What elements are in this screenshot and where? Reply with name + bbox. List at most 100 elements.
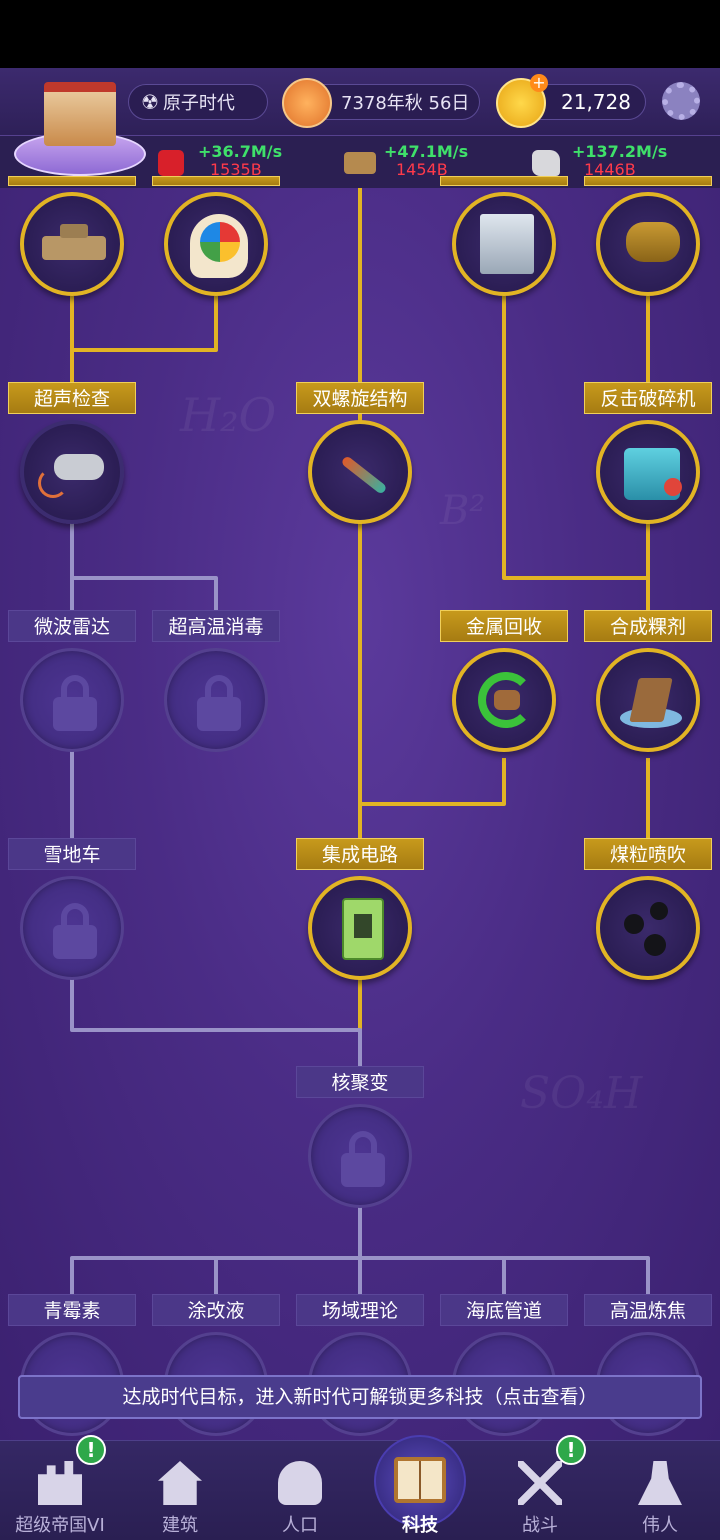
bg-doodle: SO₄H <box>520 1068 643 1119</box>
alert-badge: ! <box>556 1435 586 1465</box>
tech-sterilize[interactable]: 超高温消毒 <box>152 610 280 752</box>
status-bar <box>0 0 720 68</box>
tab-label: 科技 <box>402 1515 438 1536</box>
tech-tree-canvas[interactable]: H₂O B² SO₄H <box>0 68 720 1440</box>
tab-empire[interactable]: ! 超级帝国VI <box>0 1435 120 1540</box>
resource-stone: +137.2M/s 1446B <box>532 142 702 182</box>
tab-battle[interactable]: ! 战斗 <box>480 1435 600 1540</box>
bg-doodle: B² <box>440 488 486 534</box>
apartment-building-icon <box>452 192 556 296</box>
tech-label <box>440 176 568 186</box>
tech-label: 核聚变 <box>296 1066 424 1098</box>
red-resource-icon <box>158 150 184 176</box>
tech-label: 海底管道 <box>440 1294 568 1326</box>
stone-resource-icon <box>532 150 560 176</box>
coin-icon[interactable] <box>496 78 546 128</box>
wood-resource-icon <box>344 152 376 174</box>
radiation-icon: ☢ <box>141 90 159 114</box>
era-pill[interactable]: ☢ 原子时代 <box>128 84 268 120</box>
gear-icon[interactable] <box>662 82 700 120</box>
tech-label: 反击破碎机 <box>584 382 712 414</box>
tech-label: 双螺旋结构 <box>296 382 424 414</box>
tech-label: 雪地车 <box>8 838 136 870</box>
tech-reactor[interactable] <box>584 176 712 296</box>
tech-label: 集成电路 <box>296 838 424 870</box>
tab-great-people[interactable]: 伟人 <box>600 1441 720 1540</box>
dna-icon <box>308 420 412 524</box>
tab-technology[interactable]: 科技 <box>360 1435 480 1540</box>
tech-label: 超声检查 <box>8 382 136 414</box>
resource-rate: +47.1M/s <box>384 142 469 161</box>
tech-coal-spray[interactable]: 煤粒喷吹 <box>584 838 712 980</box>
top-hud: ☢ 原子时代 7378年秋 56日 21,728 + +36.7M/s 1535… <box>0 68 720 188</box>
city-avatar[interactable] <box>14 74 146 184</box>
crusher-machine-icon <box>596 420 700 524</box>
tech-label <box>152 176 280 186</box>
resource-amount: 1535B <box>210 160 262 179</box>
tab-population[interactable]: 人口 <box>240 1441 360 1540</box>
resource-rate: +36.7M/s <box>198 142 283 161</box>
tab-label: 建筑 <box>162 1515 198 1536</box>
person-icon <box>278 1461 322 1505</box>
coal-spray-icon <box>596 876 700 980</box>
tab-label: 伟人 <box>642 1515 678 1536</box>
tech-psychology[interactable] <box>152 176 280 296</box>
lock-icon <box>20 648 124 752</box>
add-coin-icon[interactable]: + <box>530 74 548 92</box>
castle-icon <box>38 1461 82 1505</box>
reactor-machine-icon <box>596 192 700 296</box>
resource-red: +36.7M/s 1535B <box>158 142 318 182</box>
bg-doodle: H₂O <box>180 388 277 442</box>
coin-count: 21,728 <box>561 90 631 114</box>
armored-car-icon <box>20 192 124 296</box>
lock-icon <box>308 1104 412 1208</box>
tech-armored-car[interactable] <box>8 176 136 296</box>
resource-amount: 1446B <box>584 160 636 179</box>
resource-wood: +47.1M/s 1454B <box>344 142 504 182</box>
tech-fusion[interactable]: 核聚变 <box>296 1066 424 1208</box>
era-goal-notice[interactable]: 达成时代目标，进入新时代可解锁更多科技（点击查看） <box>18 1375 702 1419</box>
era-label: 原子时代 <box>162 93 235 114</box>
tech-label <box>8 176 136 186</box>
crossed-swords-icon <box>518 1461 562 1505</box>
resource-amount: 1454B <box>396 160 448 179</box>
tech-snowmobile[interactable]: 雪地车 <box>8 838 136 980</box>
date-label: 7378年秋 56日 <box>341 93 470 114</box>
brain-color-wheel-icon <box>164 192 268 296</box>
tab-buildings[interactable]: 建筑 <box>120 1441 240 1540</box>
tech-crusher[interactable]: 反击破碎机 <box>584 382 712 524</box>
tech-building[interactable] <box>440 176 568 296</box>
hud-main-row: ☢ 原子时代 7378年秋 56日 21,728 + <box>0 68 720 136</box>
tech-ultrasound[interactable]: 超声检查 <box>8 382 136 524</box>
alert-badge: ! <box>76 1435 106 1465</box>
active-tab-glow <box>374 1435 466 1527</box>
open-book-icon <box>394 1457 446 1503</box>
tech-double-helix[interactable]: 双螺旋结构 <box>296 382 424 524</box>
tech-binder[interactable]: 合成粿剂 <box>584 610 712 752</box>
tech-label: 场域理论 <box>296 1294 424 1326</box>
tech-label: 涂改液 <box>152 1294 280 1326</box>
lock-icon <box>20 876 124 980</box>
tech-label: 微波雷达 <box>8 610 136 642</box>
ultrasound-scanner-icon <box>20 420 124 524</box>
tab-label: 人口 <box>282 1515 318 1536</box>
tab-label: 战斗 <box>522 1515 558 1536</box>
bottom-nav: ! 超级帝国VI 建筑 人口 科技 ! 战斗 伟人 <box>0 1435 720 1540</box>
tab-label: 超级帝国VI <box>15 1515 105 1536</box>
tech-label: 高温炼焦 <box>584 1294 712 1326</box>
tech-label <box>584 176 712 186</box>
tech-label: 煤粒喷吹 <box>584 838 712 870</box>
leaf-emblem-icon <box>282 78 332 128</box>
tech-circuit[interactable]: 集成电路 <box>296 838 424 980</box>
tech-metal-recycle[interactable]: 金属回收 <box>440 610 568 752</box>
recycle-icon <box>452 648 556 752</box>
tech-microwave-radar[interactable]: 微波雷达 <box>8 610 136 752</box>
tech-label: 超高温消毒 <box>152 610 280 642</box>
tech-label: 青霉素 <box>8 1294 136 1326</box>
circuit-board-icon <box>308 876 412 980</box>
lock-icon <box>164 648 268 752</box>
tech-label: 合成粿剂 <box>584 610 712 642</box>
building-model-icon <box>44 82 116 146</box>
statue-icon <box>638 1461 682 1505</box>
resource-rate: +137.2M/s <box>572 142 668 161</box>
